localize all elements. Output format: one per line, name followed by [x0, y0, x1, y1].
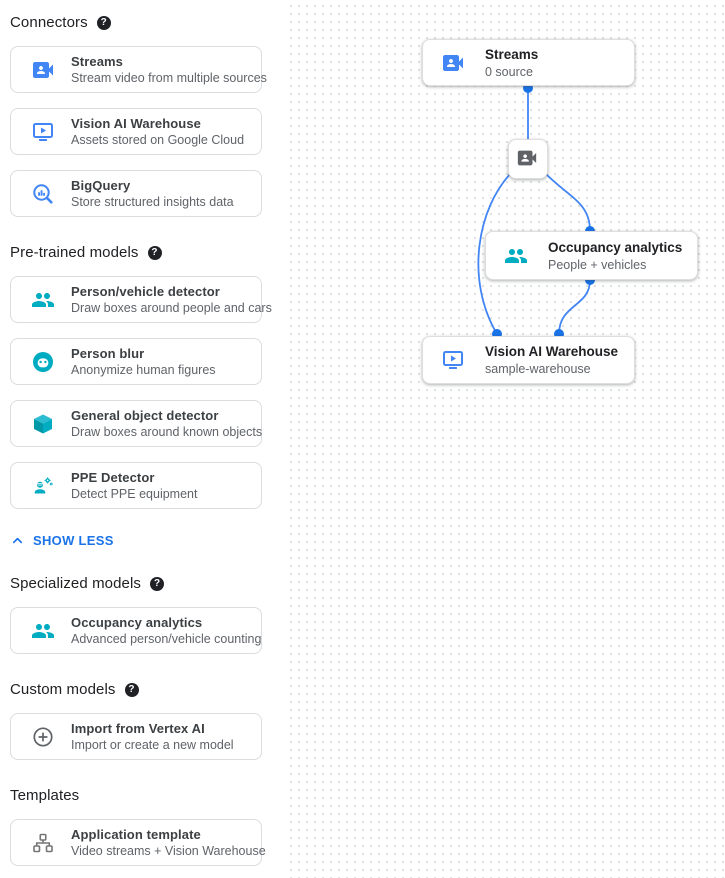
show-less-label: SHOW LESS	[33, 533, 114, 548]
engineering-icon	[31, 474, 55, 498]
sitemap-icon	[31, 831, 55, 855]
palette-item-description: Video streams + Vision Warehouse	[71, 844, 266, 858]
section-title: Pre-trained models	[10, 244, 139, 261]
video-camera-icon	[516, 147, 540, 171]
people-icon	[504, 244, 528, 268]
palette-item-occupancy-analytics[interactable]: Occupancy analytics Advanced person/vehi…	[10, 607, 262, 654]
palette-item-description: Advanced person/vehicle counting	[71, 632, 262, 646]
node-subtitle: 0 source	[485, 64, 533, 79]
section-title: Specialized models	[10, 575, 142, 592]
node-subtitle: sample-warehouse	[485, 362, 591, 376]
people-icon	[31, 288, 55, 312]
palette-item-title: BigQuery	[71, 178, 131, 193]
help-icon[interactable]: ?	[147, 245, 162, 260]
node-vision-ai-warehouse[interactable]: Vision AI Warehouse sample-warehouse	[422, 336, 635, 384]
node-title: Occupancy analytics	[548, 239, 683, 255]
section-title: Custom models	[10, 681, 116, 698]
section-header-specialized: Specialized models ?	[10, 575, 262, 592]
node-stream-source[interactable]	[508, 139, 548, 179]
node-occupancy-analytics[interactable]: Occupancy analytics People + vehicles	[485, 231, 698, 280]
section-header-pretrained: Pre-trained models ?	[10, 244, 262, 261]
cube-icon	[31, 412, 55, 436]
palette-item-title: Person blur	[71, 346, 145, 361]
section-header-custom: Custom models ?	[10, 681, 262, 698]
help-icon[interactable]: ?	[150, 576, 165, 591]
palette-item-title: Person/vehicle detector	[71, 284, 220, 299]
video-camera-icon	[31, 58, 55, 82]
palette-item-general-object-detector[interactable]: General object detector Draw boxes aroun…	[10, 400, 262, 447]
people-icon	[31, 619, 55, 643]
palette-item-description: Draw boxes around known objects	[71, 425, 263, 439]
palette-item-title: Streams	[71, 54, 124, 69]
palette-item-ppe-detector[interactable]: PPE Detector Detect PPE equipment	[10, 462, 262, 509]
chevron-up-icon	[10, 533, 25, 548]
palette-item-title: Application template	[71, 827, 201, 842]
palette-item-bigquery[interactable]: BigQuery Store structured insights data	[10, 170, 262, 217]
section-title: Templates	[10, 787, 80, 804]
node-title: Streams	[485, 46, 539, 62]
palette-item-vision-ai-warehouse[interactable]: Vision AI Warehouse Assets stored on Goo…	[10, 108, 262, 155]
add-circle-icon	[31, 725, 55, 749]
node-title: Vision AI Warehouse	[485, 344, 619, 359]
video-camera-icon	[441, 51, 465, 75]
face-icon	[31, 350, 55, 374]
component-palette-sidebar: Connectors ? Streams Stream video from m…	[0, 0, 285, 878]
palette-item-title: General object detector	[71, 408, 219, 423]
palette-item-import-vertex-ai[interactable]: Import from Vertex AI Import or create a…	[10, 713, 262, 760]
graph-edges	[477, 83, 595, 339]
bigquery-icon	[31, 182, 55, 206]
smart-display-icon	[441, 348, 465, 372]
show-less-button[interactable]: SHOW LESS	[10, 533, 262, 548]
section-header-templates: Templates	[10, 787, 262, 804]
section-title: Connectors	[10, 14, 88, 31]
help-icon[interactable]: ?	[96, 15, 111, 30]
palette-item-title: Vision AI Warehouse	[71, 116, 202, 131]
node-streams[interactable]: Streams 0 source	[422, 39, 635, 86]
palette-item-description: Store structured insights data	[71, 195, 234, 209]
palette-item-title: PPE Detector	[71, 470, 155, 485]
help-icon[interactable]: ?	[124, 682, 139, 697]
palette-item-description: Draw boxes around people and cars	[71, 301, 272, 315]
palette-item-person-vehicle-detector[interactable]: Person/vehicle detector Draw boxes aroun…	[10, 276, 272, 323]
palette-item-title: Occupancy analytics	[71, 615, 203, 630]
palette-item-description: Anonymize human figures	[71, 363, 216, 377]
palette-item-description: Import or create a new model	[71, 738, 234, 752]
palette-item-application-template[interactable]: Application template Video streams + Vis…	[10, 819, 266, 866]
palette-item-streams[interactable]: Streams Stream video from multiple sourc…	[10, 46, 267, 93]
palette-item-title: Import from Vertex AI	[71, 721, 205, 736]
palette-item-description: Stream video from multiple sources	[71, 71, 267, 85]
palette-item-person-blur[interactable]: Person blur Anonymize human figures	[10, 338, 262, 385]
smart-display-icon	[31, 120, 55, 144]
node-subtitle: People + vehicles	[548, 257, 647, 272]
palette-item-description: Assets stored on Google Cloud	[71, 133, 245, 147]
palette-item-description: Detect PPE equipment	[71, 487, 198, 501]
graph-canvas[interactable]: Streams 0 source Occupancy analytics Peo…	[285, 0, 725, 878]
section-header-connectors: Connectors ?	[10, 14, 262, 31]
